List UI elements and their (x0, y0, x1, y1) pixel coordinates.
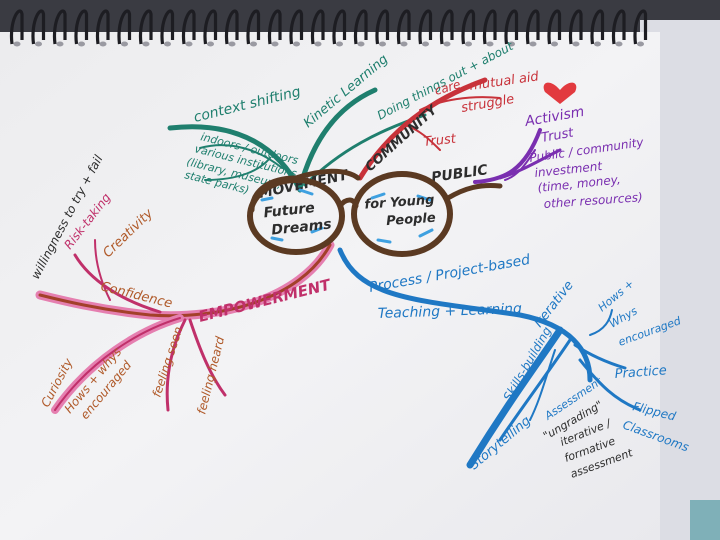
public-label: PUBLIC (430, 162, 489, 186)
branch-teaching (337, 247, 642, 469)
spiral-coil (547, 9, 562, 45)
binding-hole (400, 41, 408, 47)
branch-community (357, 77, 501, 181)
binding-hole (529, 41, 537, 47)
spiral-coil (160, 9, 175, 45)
binding-hole (78, 41, 85, 47)
binding-hole (615, 41, 623, 47)
spiral-coil (289, 9, 304, 45)
spiral-coil (224, 9, 239, 45)
spiral-coil (611, 9, 626, 45)
binding-hole (572, 41, 580, 47)
binding-hole (508, 41, 515, 47)
spiral-coil (203, 9, 218, 45)
spiral-coil (525, 9, 540, 45)
spiral-coil (74, 9, 89, 45)
binding-hole (443, 41, 451, 47)
teaching-label-2: Teaching + Learning (378, 301, 523, 322)
glasses-center (247, 168, 503, 257)
spiral-coil (332, 9, 347, 45)
binding-hole (271, 41, 279, 47)
binding-holes (13, 41, 644, 47)
spiral-coil (375, 9, 390, 45)
spiral-coil (138, 9, 153, 45)
binding-hole (357, 41, 365, 47)
binding-hole (164, 41, 171, 47)
spiral-coil (267, 9, 282, 45)
public-item-trust: Trust (540, 125, 575, 146)
binding-hole (207, 41, 214, 47)
binding-hole (465, 41, 472, 47)
community-item-care: care (433, 77, 462, 98)
spiral-coil (418, 9, 433, 45)
spiral-coil (633, 9, 648, 45)
spiral-coil (31, 9, 46, 45)
spiral-coil (353, 9, 368, 45)
spiral-coil (504, 9, 519, 45)
binding-hole (250, 41, 257, 47)
spiral-coil (246, 9, 261, 45)
heart-icon (543, 82, 577, 104)
binding-hole (228, 41, 236, 47)
notebook-page (0, 32, 660, 540)
binding-hole (336, 41, 343, 47)
spiral-coil (396, 9, 411, 45)
spiral-coil (590, 9, 605, 45)
public-item-other-resources: other resources) (543, 190, 643, 211)
spiral-coil (9, 9, 24, 45)
binding-hole (99, 41, 107, 47)
binding-hole (422, 41, 429, 47)
center-left-lens-text: Future Dreams (263, 198, 332, 239)
spiral-coil (95, 9, 110, 45)
spiral-coil (52, 9, 67, 45)
spiral-coil (461, 9, 476, 45)
binding-hole (121, 41, 128, 47)
spiral-coil (439, 9, 454, 45)
binding-hole (56, 41, 64, 47)
page-corner (690, 500, 720, 540)
binding-hole (142, 41, 150, 47)
center-right-lens-text: for Young People (364, 192, 441, 230)
community-item-trust: Trust (423, 132, 458, 150)
branch-empowerment (35, 239, 335, 414)
teaching-item-practice: Practice (614, 363, 667, 382)
spiral-coil (482, 9, 497, 45)
binding-hole (551, 41, 558, 47)
binding-hole (185, 41, 193, 47)
spiral-coil (568, 9, 583, 45)
binding-hole (594, 41, 601, 47)
binding-hole (637, 41, 644, 47)
binding-hole (293, 41, 300, 47)
binding-hole (314, 41, 322, 47)
binding-hole (379, 41, 386, 47)
spiral-coil (117, 9, 132, 45)
spiral-coil (181, 9, 196, 45)
spiral-binding (9, 9, 648, 45)
branch-public (473, 128, 562, 184)
spiral-coil (310, 9, 325, 45)
binding-hole (35, 41, 42, 47)
binding-hole (13, 41, 21, 47)
binding-hole (486, 41, 494, 47)
